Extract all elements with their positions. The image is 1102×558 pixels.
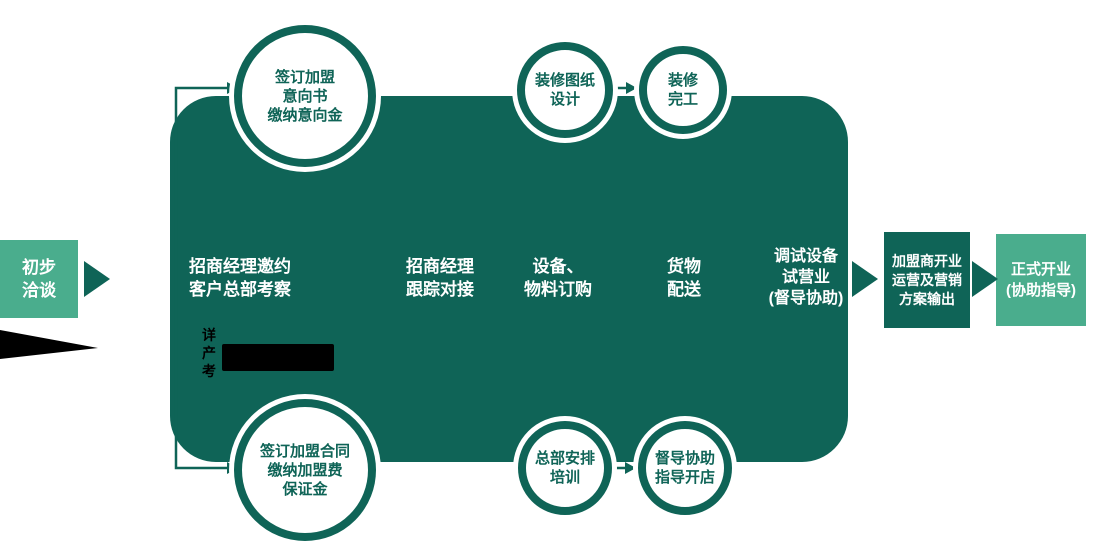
step-trial-label: 调试设备 试营业 (督导协助) <box>768 248 844 307</box>
arrowhead-to-renovation-circle-icon <box>626 82 637 94</box>
franchisee-operation-label: 加盟商开业 运营及营销 方案输出 <box>892 252 962 307</box>
initial-negotiation-label: 初步 洽谈 <box>22 258 56 300</box>
step-follow-label: 招商经理 跟踪对接 <box>406 257 474 299</box>
arrowhead-to-opening-help-circle-icon <box>625 462 636 474</box>
milestone-contract-label: 签订加盟合同 缴纳加盟费 保证金 <box>259 442 350 498</box>
flow-arrow-right-icon-1 <box>84 261 110 297</box>
milestone-circle-store-opening-help: 督导协助 指导开店 <box>638 421 732 515</box>
milestone-circle-intention-agreement: 签订加盟 意向书 缴纳意向金 <box>234 25 376 167</box>
step-invite-label: 招商经理邀约 客户总部考察 <box>189 257 291 299</box>
milestone-design-label: 装修图纸 设计 <box>534 72 595 108</box>
milestone-renovation-label: 装修 完工 <box>667 72 698 108</box>
step-equipment-label: 设备、 物料订购 <box>524 257 592 299</box>
milestone-circle-franchise-contract: 签订加盟合同 缴纳加盟费 保证金 <box>234 399 376 541</box>
official-opening-box: 正式开业 (协助指导) <box>996 234 1086 326</box>
flow-arrow-right-icon-2 <box>852 261 878 297</box>
annotation-obscured-text <box>222 344 334 371</box>
milestone-opening-help-label: 督导协助 指导开店 <box>654 450 715 486</box>
flow-arrow-right-icon-3 <box>972 261 998 297</box>
official-opening-label: 正式开业 (协助指导) <box>1006 261 1076 299</box>
annotation-note: 详 产 考 <box>202 327 216 379</box>
milestone-training-label: 总部安排 培训 <box>534 450 595 486</box>
milestone-circle-renovation-done: 装修 完工 <box>639 46 727 134</box>
initial-negotiation-box: 初步 洽谈 <box>0 240 78 318</box>
milestone-circle-design: 装修图纸 设计 <box>517 42 613 138</box>
franchisee-operation-box: 加盟商开业 运营及营销 方案输出 <box>884 232 970 328</box>
milestone-circle-training: 总部安排 培训 <box>518 421 612 515</box>
milestone-intention-label: 签订加盟 意向书 缴纳意向金 <box>267 68 343 124</box>
step-delivery-label: 货物 配送 <box>667 257 701 299</box>
